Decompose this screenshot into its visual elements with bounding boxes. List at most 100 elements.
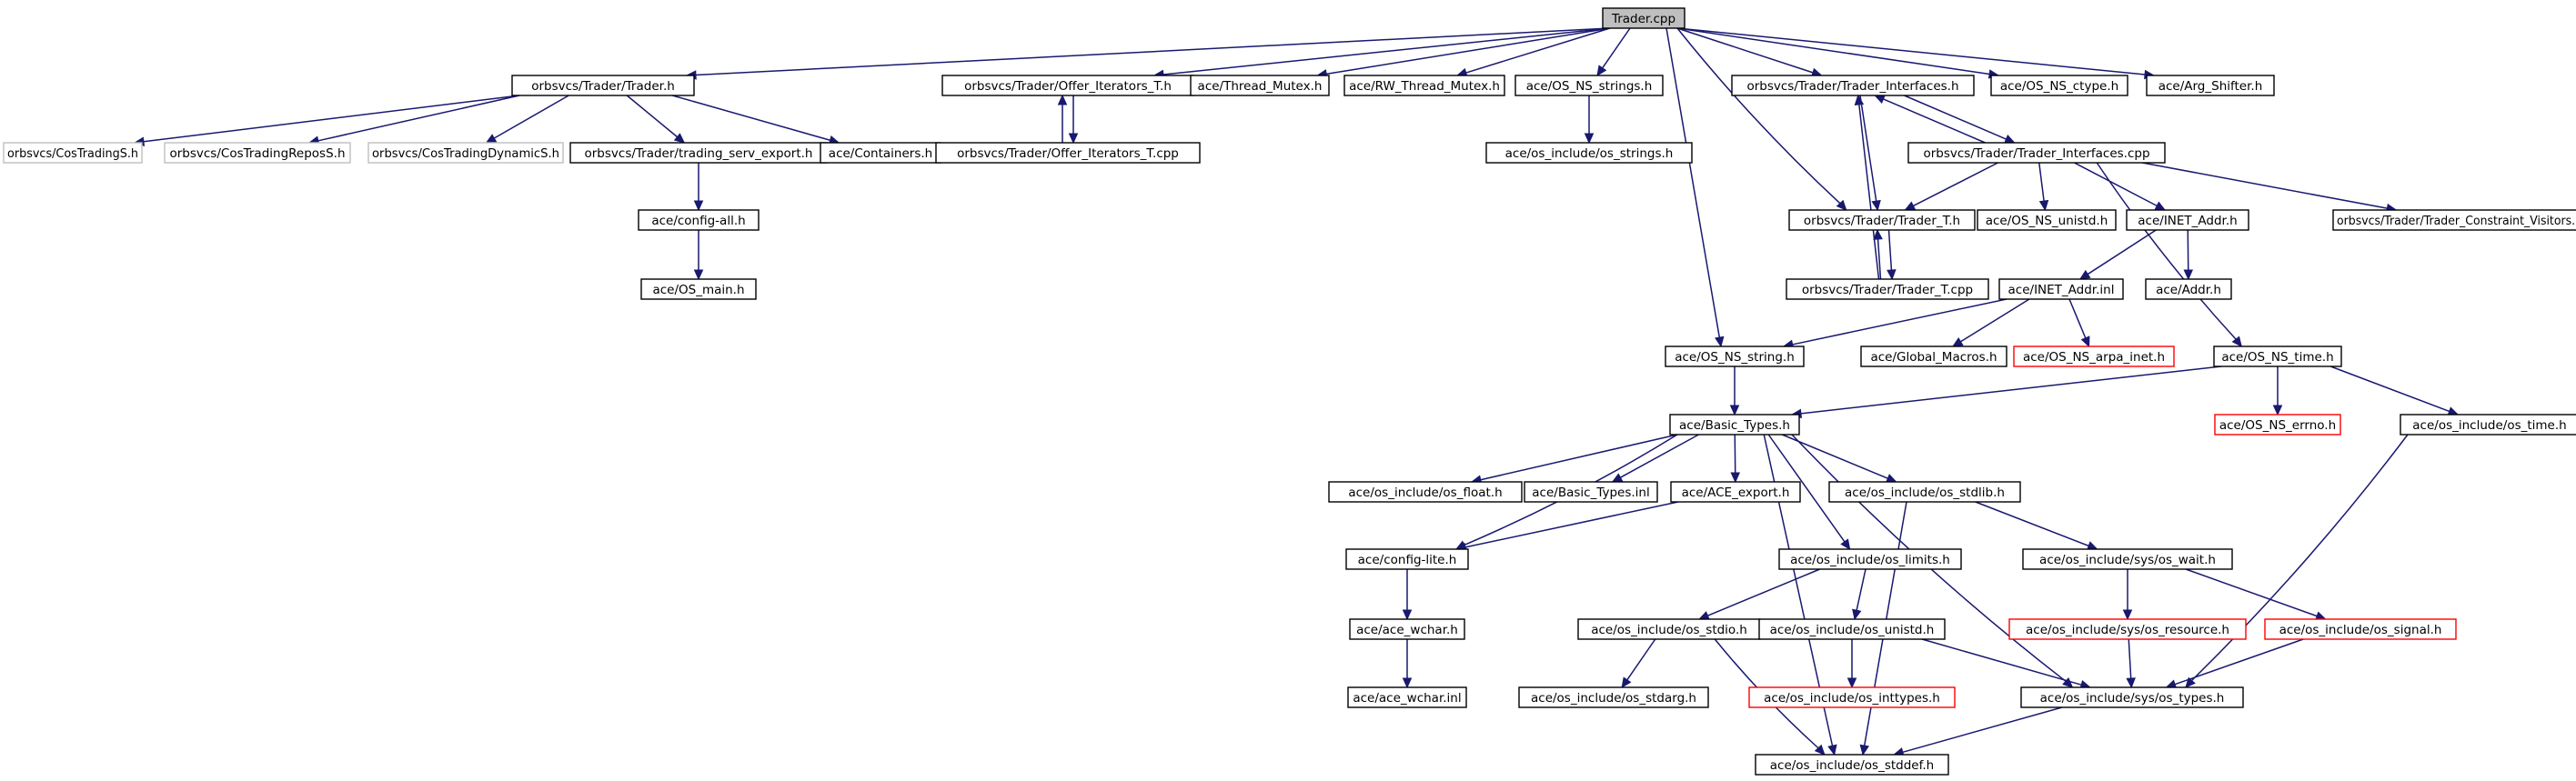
node-label: ace/ace_wchar.h bbox=[1356, 623, 1458, 637]
node-global-macros[interactable]: ace/Global_Macros.h bbox=[1860, 345, 2007, 367]
node-addr-h[interactable]: ace/Addr.h bbox=[2145, 278, 2232, 300]
node-box bbox=[2146, 75, 2275, 96]
node-ace-wchar-inl[interactable]: ace/ace_wchar.inl bbox=[1347, 686, 1467, 708]
node-os-ns-arpa-inet[interactable]: ace/OS_NS_arpa_inet.h bbox=[2013, 345, 2175, 367]
node-label: ace/os_include/os_limits.h bbox=[1790, 553, 1950, 567]
node-os-ns-unistd[interactable]: ace/OS_NS_unistd.h bbox=[1977, 209, 2117, 231]
node-os-include-stddef[interactable]: ace/os_include/os_stddef.h bbox=[1755, 754, 1949, 776]
node-sys-os-resource[interactable]: ace/os_include/sys/os_resource.h bbox=[2008, 618, 2247, 640]
edge-trader_ifaces_cpp-to-os_ns_time bbox=[2096, 162, 2243, 347]
node-box bbox=[1670, 481, 1801, 503]
node-os-include-signal[interactable]: ace/os_include/os_signal.h bbox=[2264, 618, 2457, 640]
node-box bbox=[1786, 278, 1989, 300]
node-os-include-stdlib[interactable]: ace/os_include/os_stdlib.h bbox=[1828, 481, 2021, 503]
node-cos-trading-s[interactable]: orbsvcs/CosTradingS.h bbox=[3, 142, 143, 164]
node-ace-export[interactable]: ace/ACE_export.h bbox=[1670, 481, 1801, 503]
node-box bbox=[1345, 548, 1469, 570]
node-cos-trading-repos-s[interactable]: orbsvcs/CosTradingReposS.h bbox=[164, 142, 351, 164]
node-arg-shifter[interactable]: ace/Arg_Shifter.h bbox=[2146, 75, 2275, 96]
edge-trader_cpp-to-trader_ifaces_h bbox=[1676, 27, 1823, 77]
node-label: ace/INET_Addr.inl bbox=[2008, 283, 2115, 297]
node-os-include-stdio[interactable]: ace/os_include/os_stdio.h bbox=[1577, 618, 1761, 640]
edge-trader_h-to-cos_trading_dyn_s bbox=[485, 95, 569, 144]
edge-trader_ifaces_cpp-to-os_ns_unistd bbox=[2038, 162, 2049, 212]
node-os-ns-time[interactable]: ace/OS_NS_time.h bbox=[2213, 345, 2342, 367]
edge-inet_addr_h-to-inet_addr_inl bbox=[2078, 229, 2157, 280]
node-box bbox=[2022, 548, 2233, 570]
node-trader-h[interactable]: orbsvcs/Trader/Trader.h bbox=[511, 75, 695, 96]
node-box bbox=[1755, 754, 1949, 776]
node-os-include-float[interactable]: ace/os_include/os_float.h bbox=[1328, 481, 1523, 503]
node-label: ace/os_include/os_stdarg.h bbox=[1531, 691, 1696, 706]
node-os-include-limits[interactable]: ace/os_include/os_limits.h bbox=[1778, 548, 1962, 570]
node-box bbox=[1748, 686, 1956, 708]
node-sys-os-types[interactable]: ace/os_include/sys/os_types.h bbox=[2020, 686, 2244, 708]
node-label: ace/Arg_Shifter.h bbox=[2158, 79, 2263, 94]
edge-trader_t_cpp-to-trader_t_h bbox=[1873, 228, 1883, 280]
edge-os_ns_time-to-basic_types_h bbox=[1790, 365, 2222, 419]
node-offer-iter-cpp[interactable]: orbsvcs/Trader/Offer_Iterators_T.cpp bbox=[935, 142, 1201, 164]
node-label: ace/Addr.h bbox=[2156, 283, 2221, 297]
node-basic-types-inl[interactable]: ace/Basic_Types.inl bbox=[1524, 481, 1658, 503]
node-containers[interactable]: ace/Containers.h bbox=[820, 142, 941, 164]
node-box bbox=[1778, 548, 1962, 570]
node-inet-addr-inl[interactable]: ace/INET_Addr.inl bbox=[1998, 278, 2124, 300]
node-box bbox=[1990, 75, 2128, 96]
node-cos-trading-dyn-s[interactable]: orbsvcs/CosTradingDynamicS.h bbox=[367, 142, 564, 164]
node-os-ns-ctype[interactable]: ace/OS_NS_ctype.h bbox=[1990, 75, 2128, 96]
node-config-lite[interactable]: ace/config-lite.h bbox=[1345, 548, 1469, 570]
node-offer-iter-h[interactable]: orbsvcs/Trader/Offer_Iterators_T.h bbox=[941, 75, 1194, 96]
node-box bbox=[164, 142, 351, 164]
edge-inet_addr_h-to-addr_h bbox=[2183, 229, 2194, 281]
node-label: ace/os_include/os_strings.h bbox=[1505, 146, 1674, 161]
node-trader-ifaces-h[interactable]: orbsvcs/Trader/Trader_Interfaces.h bbox=[1731, 75, 1975, 96]
node-os-include-inttypes[interactable]: ace/os_include/os_inttypes.h bbox=[1748, 686, 1956, 708]
node-rw-thread-mutex[interactable]: ace/RW_Thread_Mutex.h bbox=[1343, 75, 1505, 96]
node-box bbox=[1518, 686, 1709, 708]
node-ace-wchar-h[interactable]: ace/ace_wchar.h bbox=[1349, 618, 1465, 640]
node-box bbox=[1349, 618, 1465, 640]
node-os-include-time[interactable]: ace/os_include/os_time.h bbox=[2400, 414, 2576, 436]
node-box bbox=[2400, 414, 2576, 436]
node-os-include-strings[interactable]: ace/os_include/os_strings.h bbox=[1485, 142, 1693, 164]
node-label: ace/OS_NS_arpa_inet.h bbox=[2023, 350, 2165, 365]
node-label: ace/os_include/os_time.h bbox=[2412, 418, 2566, 433]
node-box bbox=[1347, 686, 1467, 708]
node-config-all[interactable]: ace/config-all.h bbox=[638, 209, 760, 231]
node-basic-types-h[interactable]: ace/Basic_Types.h bbox=[1669, 414, 1800, 436]
node-box bbox=[2008, 618, 2247, 640]
node-label: ace/RW_Thread_Mutex.h bbox=[1349, 79, 1500, 94]
node-box bbox=[1758, 618, 1946, 640]
node-label: orbsvcs/Trader/Trader.h bbox=[531, 79, 675, 94]
node-label: orbsvcs/CosTradingReposS.h bbox=[169, 146, 345, 161]
node-label: orbsvcs/CosTradingS.h bbox=[7, 146, 138, 161]
node-os-ns-strings[interactable]: ace/OS_NS_strings.h bbox=[1514, 75, 1664, 96]
node-label: ace/OS_NS_time.h bbox=[2221, 350, 2333, 365]
node-trader-cpp[interactable]: Trader.cpp bbox=[1602, 7, 1685, 29]
node-constraint-visitors[interactable]: orbsvcs/Trader/Trader_Constraint_Visitor… bbox=[2332, 209, 2576, 231]
node-os-ns-string[interactable]: ace/OS_NS_string.h bbox=[1665, 345, 1805, 367]
node-inet-addr-h[interactable]: ace/INET_Addr.h bbox=[2126, 209, 2249, 231]
node-label: ace/Containers.h bbox=[829, 146, 932, 161]
node-os-include-stdarg[interactable]: ace/os_include/os_stdarg.h bbox=[1518, 686, 1709, 708]
node-os-ns-errno[interactable]: ace/OS_NS_errno.h bbox=[2214, 414, 2341, 436]
node-os-main[interactable]: ace/OS_main.h bbox=[640, 278, 757, 300]
node-box bbox=[1343, 75, 1505, 96]
node-trading-serv-export[interactable]: orbsvcs/Trader/trading_serv_export.h bbox=[569, 142, 828, 164]
node-label: ace/os_include/os_signal.h bbox=[2279, 623, 2442, 637]
node-trader-t-cpp[interactable]: orbsvcs/Trader/Trader_T.cpp bbox=[1786, 278, 1989, 300]
node-trader-ifaces-cpp[interactable]: orbsvcs/Trader/Trader_Interfaces.cpp bbox=[1907, 142, 2166, 164]
node-os-include-unistd[interactable]: ace/os_include/os_unistd.h bbox=[1758, 618, 1946, 640]
edge-offer_iter_h-to-offer_iter_cpp bbox=[1068, 95, 1079, 145]
node-sys-os-wait[interactable]: ace/os_include/sys/os_wait.h bbox=[2022, 548, 2233, 570]
edge-trader_ifaces_h-to-trader_t_h bbox=[1859, 95, 1881, 212]
node-label: ace/os_include/os_unistd.h bbox=[1770, 623, 1935, 637]
node-label: orbsvcs/Trader/Offer_Iterators_T.cpp bbox=[957, 146, 1179, 161]
node-thread-mutex[interactable]: ace/Thread_Mutex.h bbox=[1190, 75, 1330, 96]
node-label: ace/ace_wchar.inl bbox=[1353, 691, 1461, 706]
node-box bbox=[2126, 209, 2249, 231]
node-box bbox=[640, 278, 757, 300]
node-trader-t-h[interactable]: orbsvcs/Trader/Trader_T.h bbox=[1788, 209, 1976, 231]
edge-os_ns_string-to-basic_types_h bbox=[1729, 366, 1740, 416]
node-label: ace/Basic_Types.h bbox=[1679, 418, 1790, 433]
